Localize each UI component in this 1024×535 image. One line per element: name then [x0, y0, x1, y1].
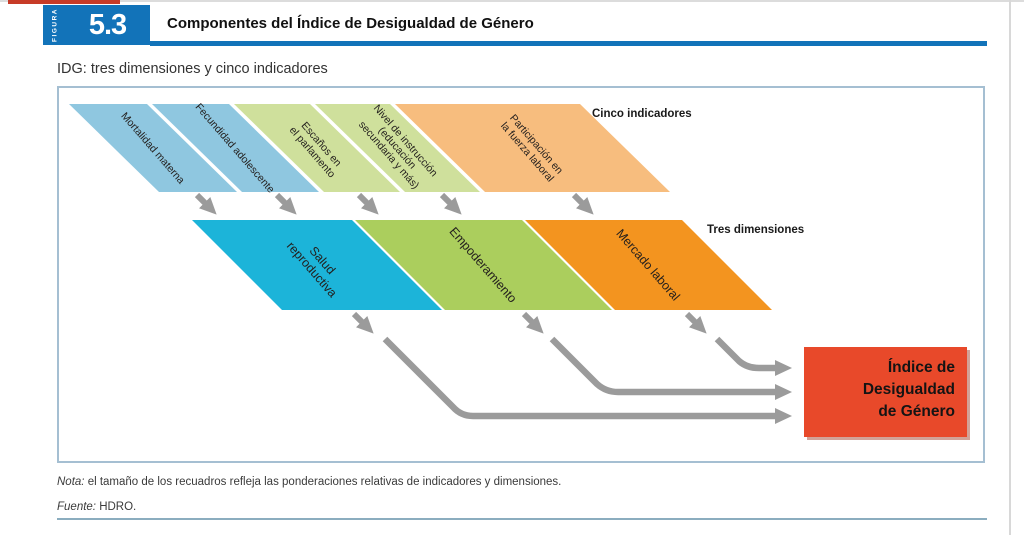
- arrow-mercado-out: [684, 311, 707, 334]
- arrow-indicator-5-to-dimension: [571, 192, 594, 215]
- figure-title: Componentes del Índice de Desigualdad de…: [167, 15, 534, 32]
- dimension-empoderamiento-shape: [355, 220, 612, 310]
- arrow-salud-out: [351, 311, 374, 334]
- indicator-fecundidad-adolescente-shape: [152, 104, 319, 192]
- page-top-red-strip: [8, 0, 120, 4]
- figure-word-vertical: FIGURA: [51, 8, 59, 42]
- page-bottom-rule: [57, 518, 987, 520]
- note-text: el tamaño de los recuadros refleja las p…: [84, 476, 562, 488]
- diagram-canvas: Mortalidad materna Fecundidad adolescent…: [57, 86, 985, 463]
- index-box-line-2: Desigualdad: [863, 381, 955, 398]
- arrow-indicator-4-to-dimension: [439, 192, 462, 215]
- note-prefix: Nota:: [57, 476, 85, 488]
- arrow-empoderamiento-out: [521, 311, 544, 334]
- figure-source: Fuente: HDRO.: [57, 501, 136, 513]
- index-box-line-3: de Género: [878, 403, 955, 420]
- index-box: [804, 347, 967, 437]
- figure-number-badge: FIGURA 5.3: [43, 5, 150, 45]
- page-top-edge-line: [0, 0, 1024, 2]
- figure-subtitle: IDG: tres dimensiones y cinco indicadore…: [57, 61, 328, 77]
- figure-number: 5.3: [88, 9, 127, 41]
- dimensions-group-label: Tres dimensiones: [707, 224, 804, 236]
- arrow-indicator-1-to-dimension: [194, 192, 217, 215]
- source-text: HDRO.: [96, 501, 137, 513]
- source-prefix: Fuente:: [57, 501, 96, 513]
- indicator-escanos-parlamento-shape: [234, 104, 400, 192]
- page-right-edge-line: [1009, 0, 1011, 535]
- indicator-mortalidad-materna-shape: [69, 104, 237, 192]
- arrow-indicator-3-to-dimension: [356, 192, 379, 215]
- figure-note: Nota: el tamaño de los recuadros refleja…: [57, 476, 561, 488]
- index-box-line-1: Índice de: [888, 359, 956, 376]
- dimension-salud-reproductiva-shape: [192, 220, 442, 310]
- title-underline-bar: [150, 41, 987, 46]
- indicator-participacion-laboral-shape: [395, 104, 670, 192]
- indicator-nivel-instruccion-shape: [315, 104, 480, 192]
- connector-mercado-to-index: [714, 336, 792, 376]
- indicators-group-label: Cinco indicadores: [592, 108, 692, 120]
- gii-components-diagram: Mortalidad materna Fecundidad adolescent…: [69, 101, 970, 440]
- dimension-mercado-laboral-shape: [525, 220, 772, 310]
- connector-salud-to-index: [382, 336, 792, 424]
- connector-empoderamiento-to-index: [549, 336, 792, 400]
- arrow-indicator-2-to-dimension: [274, 192, 297, 215]
